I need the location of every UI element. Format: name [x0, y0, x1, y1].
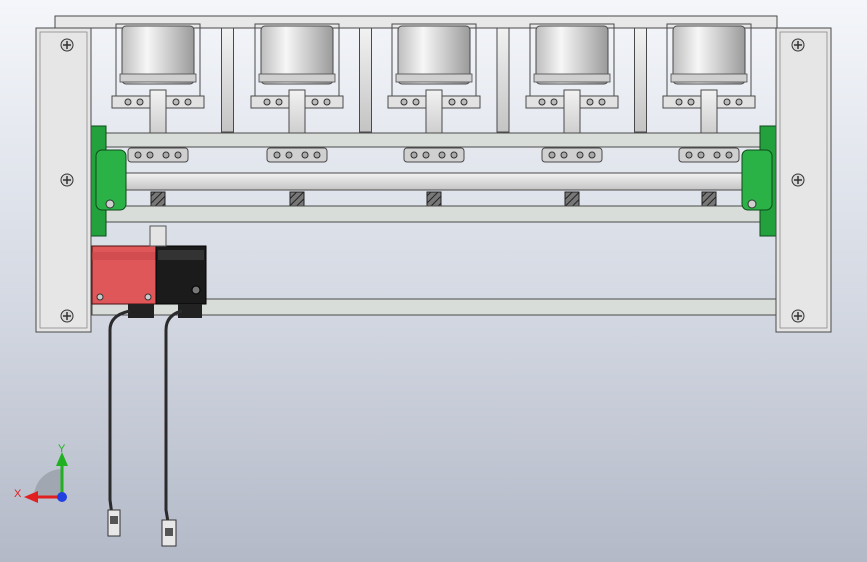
- upper-rail: [91, 132, 773, 148]
- plate-screw: [60, 38, 74, 52]
- plate-screw: [791, 173, 805, 187]
- support-post: [496, 27, 510, 133]
- shaft-bar: [121, 172, 743, 191]
- left-green-bearing: [87, 125, 127, 237]
- axis-triad: Y X: [14, 443, 68, 503]
- module-1: [111, 23, 205, 213]
- cable-left: [107, 309, 131, 537]
- y-axis-label: Y: [58, 443, 66, 455]
- plate-screw: [791, 38, 805, 52]
- cable-right: [161, 309, 183, 547]
- support-post: [634, 27, 647, 133]
- motor-connectors: [128, 304, 202, 318]
- x-axis-label: X: [14, 488, 22, 500]
- lower-rail: [99, 205, 773, 223]
- plate-screw: [791, 309, 805, 323]
- plate-screw: [60, 173, 74, 187]
- support-post: [359, 27, 372, 133]
- plate-screw: [60, 309, 74, 323]
- support-post: [221, 27, 234, 133]
- servo-motor: [91, 225, 207, 305]
